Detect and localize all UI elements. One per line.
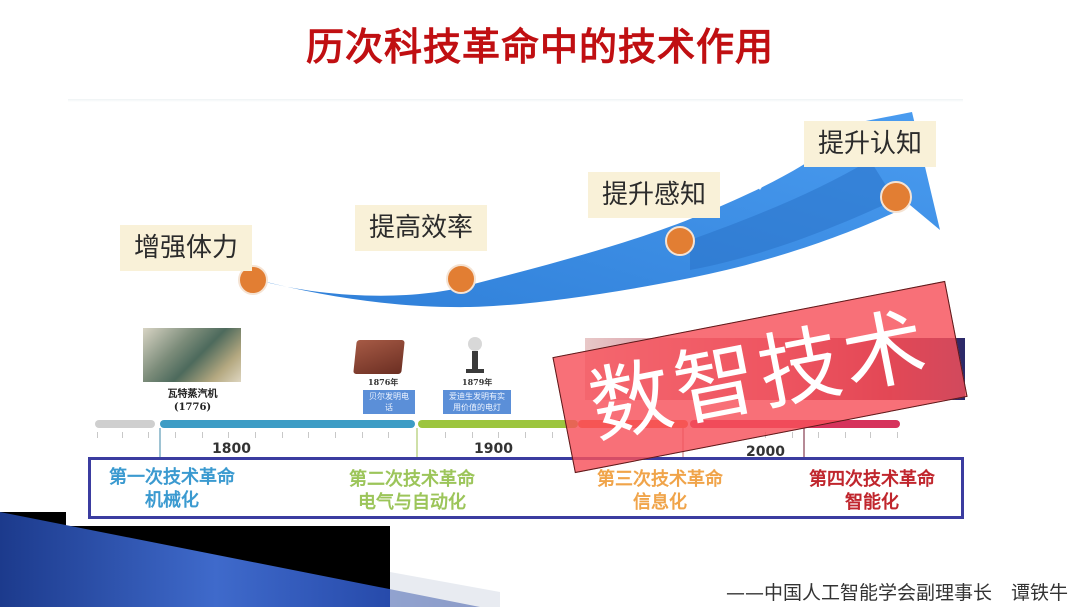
stage-label-cognition: 提升认知	[804, 121, 937, 167]
era-separator-4	[803, 428, 805, 458]
timeline-tick	[498, 432, 499, 438]
stage-dot-4	[880, 181, 912, 213]
timeline-bar-pre	[95, 420, 155, 428]
steam-engine-name: 瓦特蒸汽机	[167, 389, 218, 400]
timeline-tick	[148, 432, 149, 438]
stage-dot-2	[446, 264, 476, 294]
revolution-fourth-subtitle: 智能化	[845, 492, 899, 513]
timeline-tick	[897, 432, 898, 438]
timeline-tick	[228, 432, 229, 438]
arrow-body	[258, 112, 940, 308]
stage-dot-1	[238, 265, 268, 295]
year-label-1800: 1800	[212, 441, 251, 457]
timeline-tick	[445, 432, 446, 438]
timeline-bar-first	[160, 420, 415, 428]
stage-dot-3	[665, 226, 695, 256]
light-bulb-year: 1879年	[462, 377, 493, 387]
revolution-third-title: 第三次技术革命	[597, 469, 723, 490]
timeline-bar-second	[418, 420, 578, 428]
steam-engine-caption: 瓦特蒸汽机 (1776)	[150, 389, 235, 414]
revolution-third: 第三次技术革命 信息化	[580, 468, 740, 514]
telephone-image	[353, 340, 405, 374]
timeline-tick	[792, 432, 793, 438]
timeline-tick	[175, 432, 176, 438]
revolution-second-subtitle: 电气与自动化	[358, 492, 466, 513]
revolution-fourth-title: 第四次技术革命	[809, 469, 935, 490]
revolution-second: 第二次技术革命 电气与自动化	[332, 468, 492, 514]
timeline-tick	[525, 432, 526, 438]
steam-engine-image	[143, 328, 241, 382]
stage-label-efficiency: 提高效率	[355, 205, 488, 251]
era-separator-1	[159, 428, 161, 458]
timeline-tick	[122, 432, 123, 438]
year-label-2000: 2000	[746, 444, 785, 460]
telephone-caption: 贝尔发明电话	[363, 390, 415, 414]
timeline-tick	[255, 432, 256, 438]
revolution-second-title: 第二次技术革命	[349, 469, 475, 490]
timeline-tick	[308, 432, 309, 438]
light-bulb-image	[463, 337, 487, 373]
timeline-tick	[818, 432, 819, 438]
timeline-tick	[845, 432, 846, 438]
timeline-tick	[472, 432, 473, 438]
revolutions-box	[88, 457, 964, 519]
slide-title: 历次科技革命中的技术作用	[305, 25, 774, 69]
revolution-third-subtitle: 信息化	[633, 492, 687, 513]
timeline-tick	[552, 432, 553, 438]
figure-top-border	[68, 99, 963, 102]
timeline-tick	[97, 432, 98, 438]
steam-engine-year: (1776)	[173, 401, 212, 413]
corner-decoration	[0, 512, 500, 607]
era-separator-2	[416, 428, 418, 458]
stage-label-strength: 增强体力	[120, 225, 253, 271]
timeline-tick	[202, 432, 203, 438]
revolution-first-title: 第一次技术革命	[109, 467, 235, 488]
timeline-tick	[335, 432, 336, 438]
timeline-tick	[388, 432, 389, 438]
revolution-first-subtitle: 机械化	[145, 490, 199, 511]
timeline-tick	[362, 432, 363, 438]
revolution-fourth: 第四次技术革命 智能化	[792, 468, 952, 514]
timeline-tick	[870, 432, 871, 438]
year-label-1900: 1900	[474, 441, 513, 457]
attribution-text: ——中国人工智能学会副理事长 谭铁牛	[725, 582, 1068, 604]
timeline-tick	[282, 432, 283, 438]
revolution-first: 第一次技术革命 机械化	[92, 466, 252, 512]
stage-label-perception: 提升感知	[588, 172, 721, 218]
light-bulb-caption: 爱迪生发明有实用价值的电灯	[443, 390, 511, 414]
telephone-year: 1876年	[368, 377, 399, 387]
